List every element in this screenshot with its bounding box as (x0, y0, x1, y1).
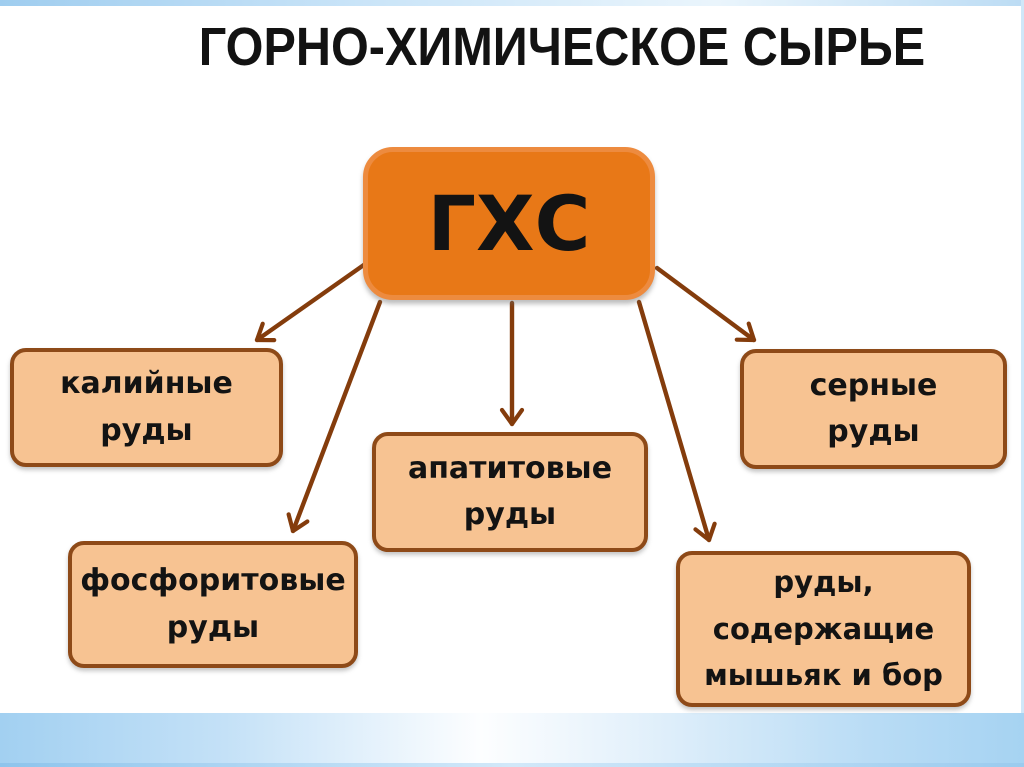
root-node-label: ГХС (427, 179, 591, 268)
node-fosforitovye-rudy[interactable]: фосфоритовые руды (68, 541, 358, 668)
node-label: калийные руды (60, 366, 233, 448)
node-label: серные руды (809, 367, 938, 450)
node-kaliynye-rudy[interactable]: калийные руды (10, 348, 283, 467)
top-blue-strip (0, 0, 1024, 6)
arrow-to-kaliynye (254, 259, 371, 343)
slide-title: ГОРНО-ХИМИЧЕСКОЕ СЫРЬЕ (198, 17, 926, 77)
arrow-to-fosforitovye (286, 299, 383, 534)
node-apatitovye-rudy[interactable]: апатитовые руды (372, 432, 648, 552)
node-label: руды, содержащие мышьяк и бор (704, 565, 943, 693)
root-node-ghs[interactable]: ГХС (363, 147, 655, 300)
node-sernye-rudy[interactable]: серные руды (740, 349, 1007, 469)
node-rudy-myshyak-bor[interactable]: руды, содержащие мышьяк и бор (676, 551, 971, 707)
right-blue-strip (1021, 0, 1024, 767)
arrow-to-sernye (654, 265, 757, 343)
bottom-blue-band (0, 713, 1024, 767)
node-label: апатитовые руды (407, 450, 613, 533)
arrow-to-myshyak-bor (636, 299, 717, 543)
node-label: фосфоритовые руды (80, 563, 346, 645)
